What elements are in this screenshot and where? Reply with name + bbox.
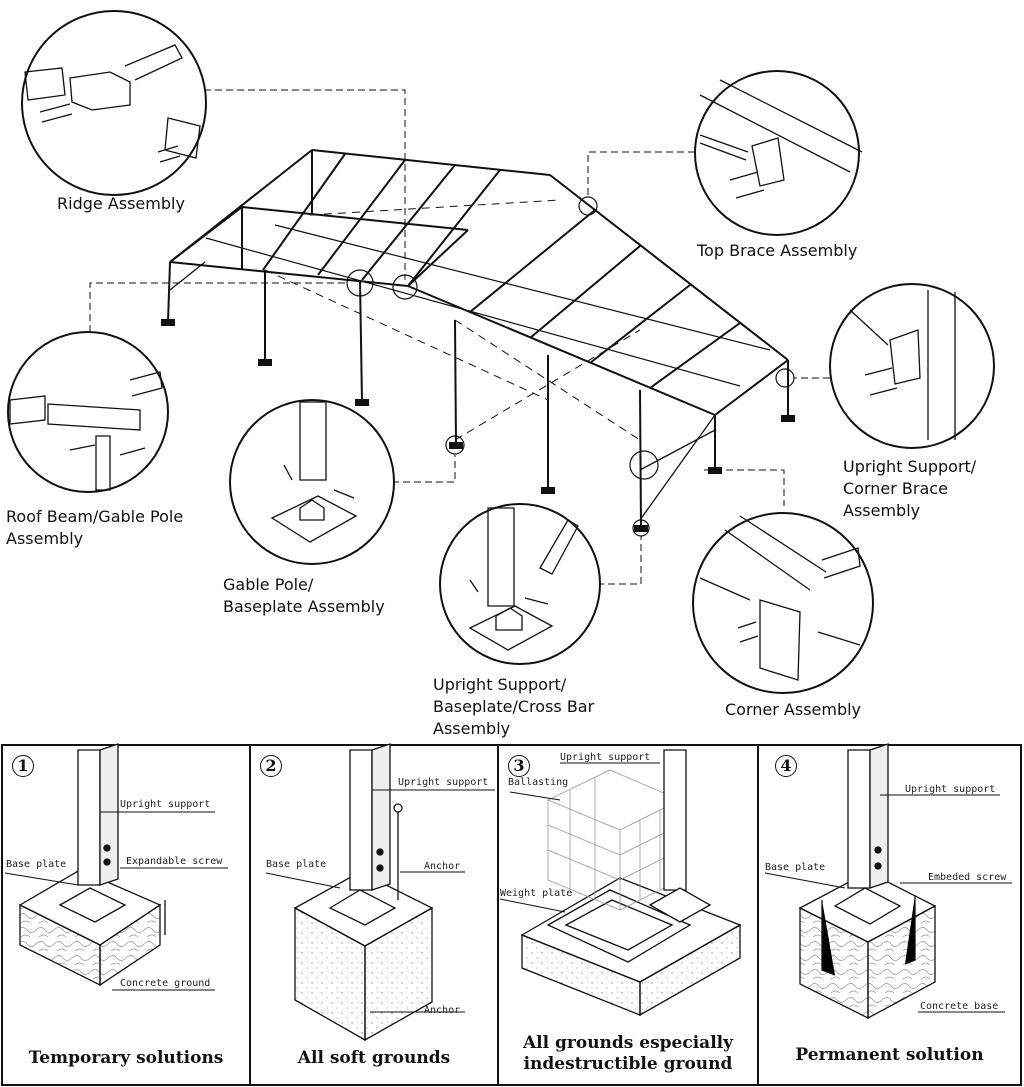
panel-2-title: All soft grounds — [297, 1048, 451, 1068]
upright-support-baseplate-crossbar-label: Upright Support/ Baseplate/Cross Bar Ass… — [433, 675, 595, 738]
panel-2-anchor-label-top: Anchor — [424, 861, 461, 872]
ridge-detail-circle — [21, 10, 207, 196]
gable-pole-baseplate-assembly-label: Gable Pole/ Baseplate Assembly — [223, 575, 385, 616]
panel-4-embeded-screw-label: Embeded screw — [928, 872, 1007, 883]
ridge-assembly-label: Ridge Assembly — [57, 194, 185, 213]
panel-4-drawing — [798, 743, 937, 1020]
panel-2-drawing — [293, 743, 434, 1042]
top-brace-assembly-label: Top Brace Assembly — [697, 241, 858, 260]
panel-1-drawing — [18, 743, 166, 987]
frame-detail-markers — [346, 196, 795, 537]
panel-4-number: 4 — [775, 755, 797, 777]
upright-corner-detail-circle — [829, 283, 995, 449]
upright-corner-brace-assembly-label: Upright Support/ Corner Brace Assembly — [843, 457, 977, 520]
roof-beam-gable-pole-assembly-label: Roof Beam/Gable Pole Assembly — [6, 507, 184, 548]
panel-3-drawing — [520, 749, 742, 1017]
panel-3-weight-plate-label: Weight plate — [500, 888, 573, 899]
panel-1-title: Temporary solutions — [28, 1048, 224, 1068]
panel-2-upright-support-label: Upright support — [398, 777, 489, 788]
panel-3-title: All grounds especially indestructible gr… — [522, 1033, 733, 1074]
top-brace-detail-circle — [694, 70, 860, 236]
panel-3-ballasting-label: Ballasting — [508, 777, 569, 788]
panel-4-title: Permanent solution — [795, 1045, 984, 1065]
panel-3-upright-support-label: Upright support — [560, 752, 651, 763]
panel-1-expandable-screw-label: Expandable screw — [126, 856, 223, 867]
panel-1-concrete-ground-label: Concrete ground — [120, 978, 211, 989]
upright-baseplate-detail-circle — [439, 503, 601, 665]
panel-4-base-plate-label: Base plate — [765, 862, 826, 873]
panel-4-upright-support-label: Upright support — [905, 784, 996, 795]
panel-3-number: 3 — [508, 755, 530, 777]
panel-frames — [1, 744, 1022, 1086]
corner-detail-circle — [692, 512, 874, 694]
panel-4-concrete-base-label: Concrete base — [920, 1001, 999, 1012]
panel-1-base-plate-label: Base plate — [6, 859, 67, 870]
panel-1-upright-support-label: Upright support — [120, 799, 211, 810]
roof-beam-detail-circle — [7, 331, 169, 493]
panel-2-number: 2 — [260, 755, 282, 777]
panel-leader-lines — [4, 762, 1012, 1013]
leader-lines — [89, 89, 830, 585]
tent-frame — [161, 149, 795, 532]
gable-baseplate-detail-circle — [229, 399, 395, 565]
panel-1-number: 1 — [12, 755, 34, 777]
detail-sketches — [9, 44, 956, 681]
panel-2-base-plate-label: Base plate — [266, 859, 327, 870]
panel-2-anchor-label-bottom: Anchor — [424, 1005, 461, 1016]
corner-assembly-label: Corner Assembly — [725, 700, 862, 719]
